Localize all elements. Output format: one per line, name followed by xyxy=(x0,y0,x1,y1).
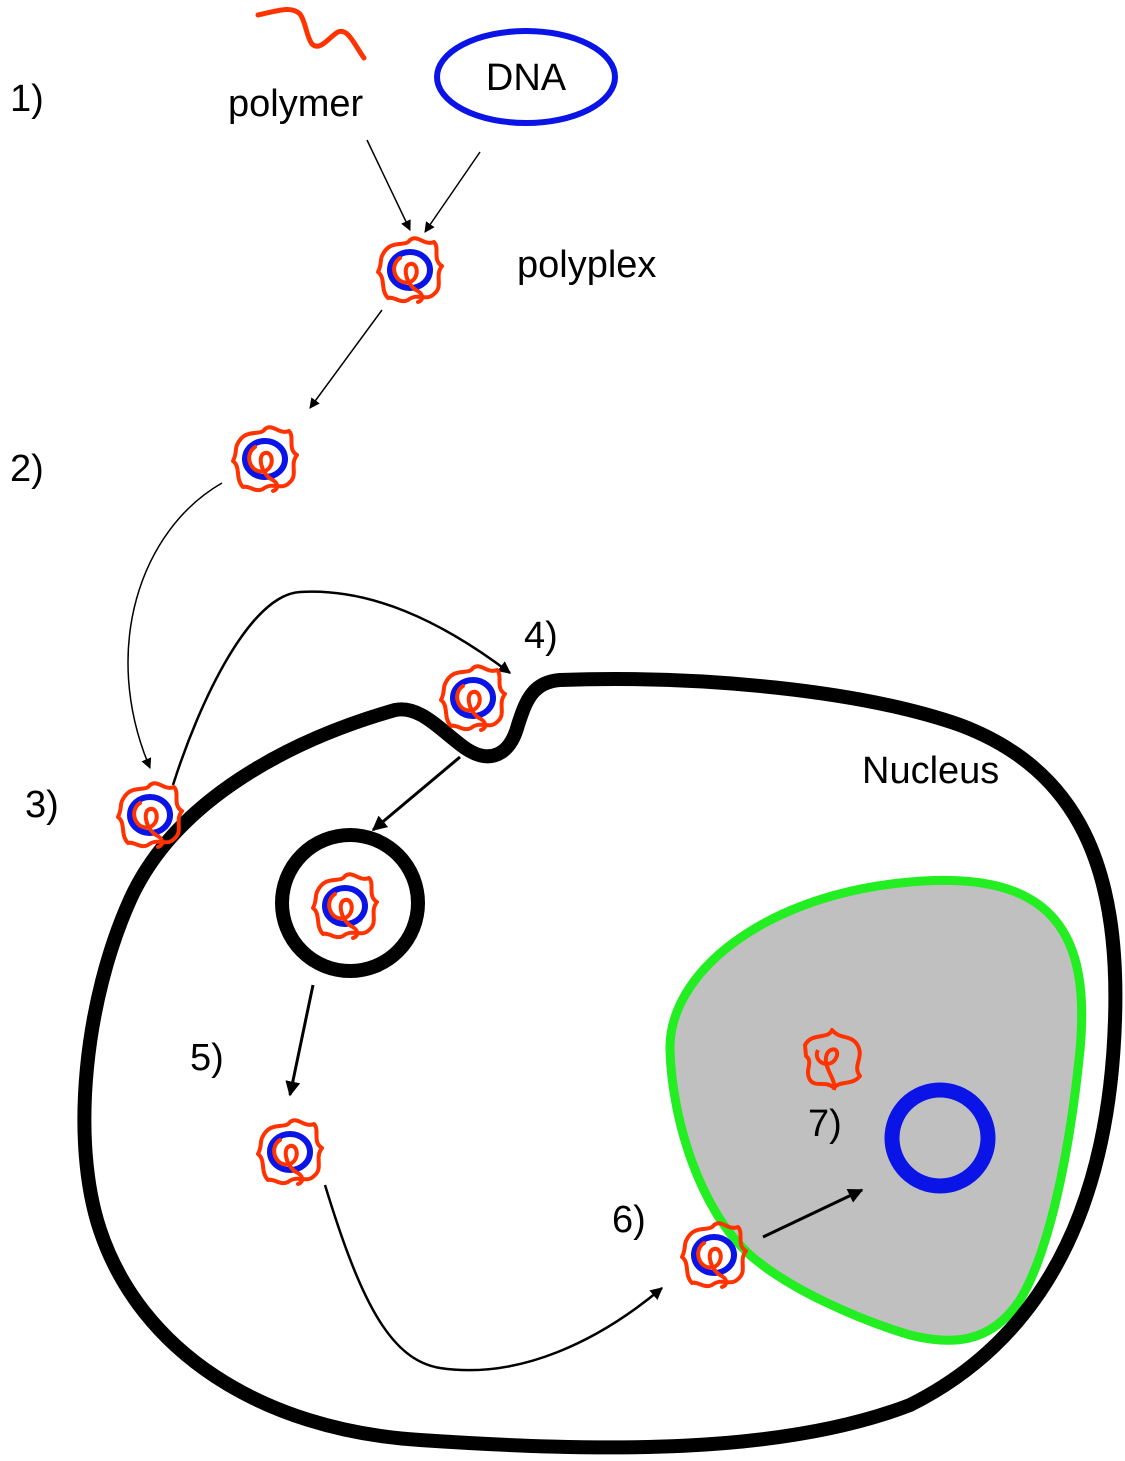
endosome xyxy=(275,828,425,978)
polyplex-icon-step5 xyxy=(258,1120,322,1184)
step-label-5: 5) xyxy=(190,1037,224,1079)
polymer-label: polymer xyxy=(228,83,363,125)
arrow-step5-to-step6 xyxy=(323,1184,663,1372)
polyplex-icon-step4 xyxy=(441,666,505,730)
released-dna-icon xyxy=(884,1082,996,1194)
arrow-polymer-to-polyplex xyxy=(366,139,411,231)
cell-membrane xyxy=(77,672,1123,1455)
step-label-4: 4) xyxy=(524,615,558,657)
step-label-2: 2) xyxy=(10,448,44,490)
dna-label: DNA xyxy=(486,57,567,99)
step-label-6: 6) xyxy=(612,1199,646,1241)
arrow-dna-to-polyplex xyxy=(424,151,481,233)
released-polymer-icon xyxy=(803,1028,862,1091)
arrow-step6-to-dna xyxy=(762,1188,864,1239)
arrow-step3-to-step4 xyxy=(171,590,511,786)
polyplex-label: polyplex xyxy=(517,244,656,286)
polyplex-icon-step1 xyxy=(378,238,442,302)
nucleus-label: Nucleus xyxy=(862,750,999,792)
polyplex-icon-endosome xyxy=(313,874,377,938)
arrow-step2-to-step3 xyxy=(127,482,223,769)
arrow-endosome-to-step5 xyxy=(285,984,315,1097)
polymer-strand-icon xyxy=(255,6,367,61)
step-label-3: 3) xyxy=(25,784,59,826)
dna-plasmid-icon xyxy=(434,28,618,126)
polyplex-icon-step2 xyxy=(233,427,297,491)
arrow-step4-to-endosome xyxy=(371,755,461,832)
step-label-1: 1) xyxy=(10,78,44,120)
arrow-polyplex-to-step2 xyxy=(309,309,383,409)
step-label-7: 7) xyxy=(808,1103,842,1145)
nucleus-region xyxy=(665,875,1087,1345)
